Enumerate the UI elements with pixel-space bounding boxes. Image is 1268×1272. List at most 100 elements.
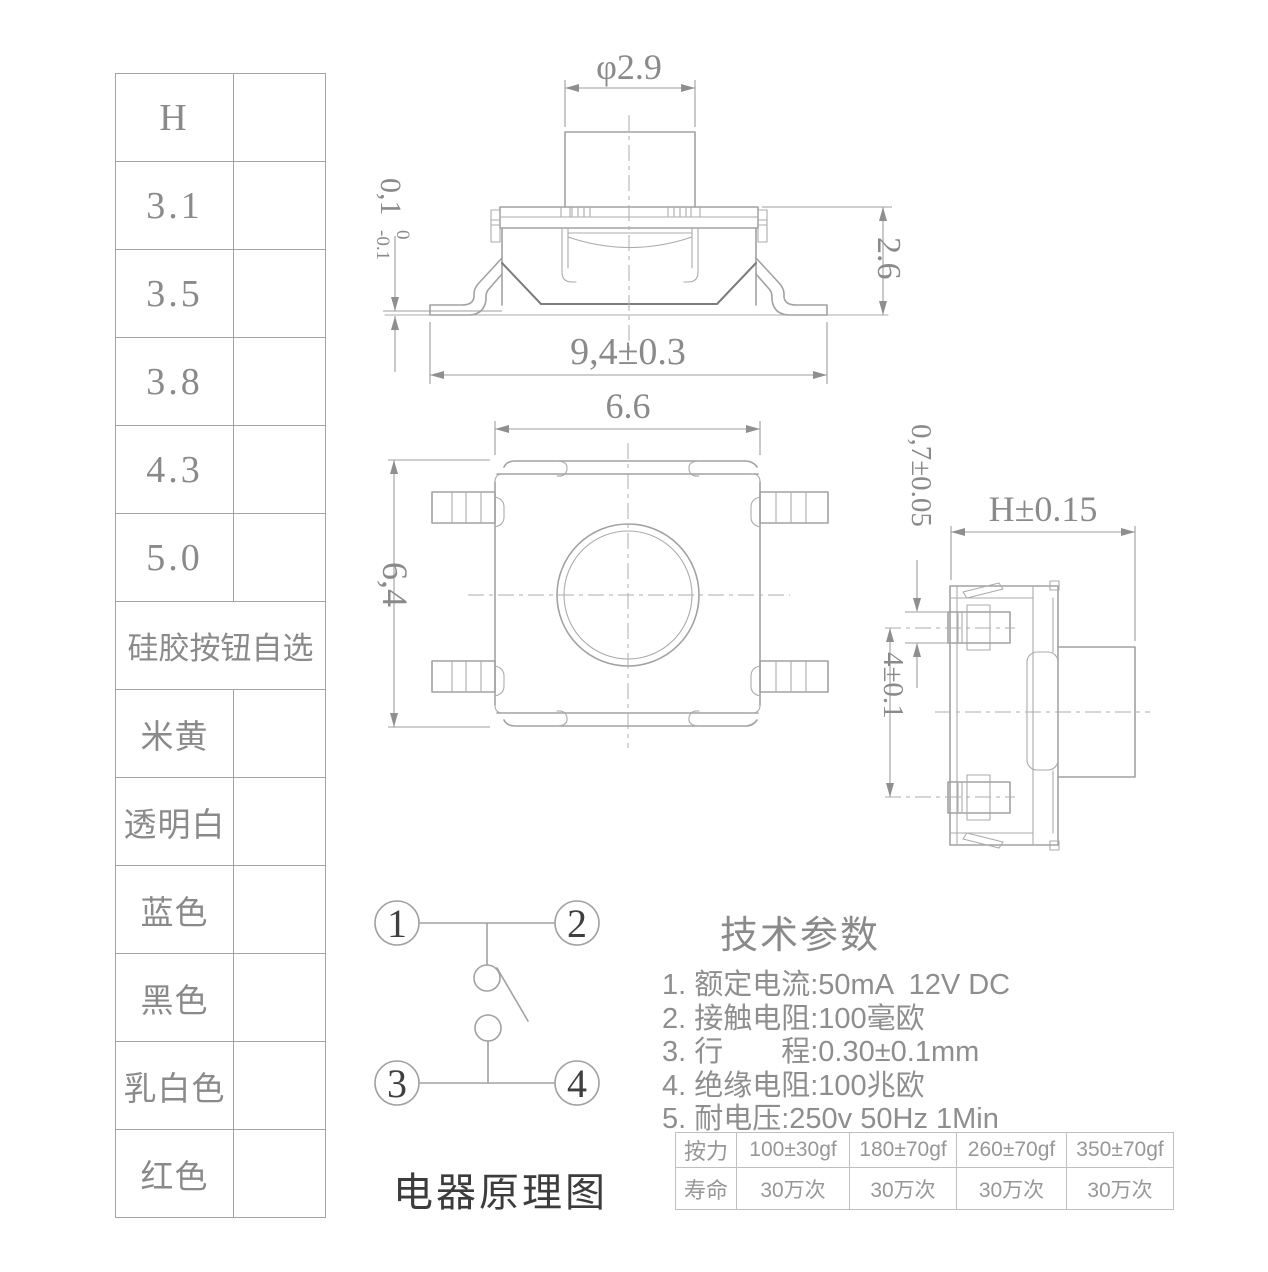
top-pin-3 [431, 660, 496, 693]
dim-arrow [391, 297, 399, 311]
top-dim-width-lines [494, 421, 761, 455]
table-cell-empty [234, 866, 325, 953]
front-leg-left [429, 257, 503, 316]
tech-params-section: 技术参数 1. 额定电流:50mA 12V DC 2. 接触电阻:100毫欧 3… [662, 904, 1010, 1137]
side-button-stem [1057, 646, 1136, 778]
front-dim-standoff-lines [383, 236, 502, 372]
front-dim-width-label: 9,4±0.3 [570, 331, 686, 373]
table-cell: 黑色 [116, 954, 234, 1041]
front-ear-left [490, 209, 501, 243]
table-row: 硅胶按钮自选 [116, 601, 325, 689]
dim-arrow [879, 301, 887, 315]
pin1-number: 1 [387, 901, 407, 946]
dim-arrow [813, 371, 827, 379]
schematic-caption: 电器原理图 [393, 1170, 608, 1215]
table-cell-empty [234, 162, 325, 249]
side-dim-height-label: H±0.15 [989, 489, 1098, 529]
table-row: 3.1 [116, 161, 325, 249]
front-stem-nub-left [560, 206, 571, 218]
table-cell: 4.3 [116, 426, 234, 513]
front-dim-standoff-upper-tol: 0 [392, 230, 413, 240]
front-dim-dia-label: φ2.9 [596, 47, 662, 87]
dim-arrow [681, 84, 695, 92]
table-cell-empty [234, 74, 325, 161]
front-dim-standoff-label: 0,1 [374, 178, 407, 216]
top-tab-hooks [555, 460, 701, 727]
dim-arrow [390, 460, 398, 474]
table-cell: 30万次 [956, 1168, 1066, 1209]
table-cell: 5.0 [116, 514, 234, 601]
front-ear-right [757, 209, 768, 243]
table-cell-empty [234, 338, 325, 425]
table-cell: 30万次 [736, 1168, 849, 1209]
dim-arrow [565, 84, 579, 92]
circuit-wires [418, 922, 556, 1084]
side-centerlines [885, 627, 1150, 798]
table-cell-empty [234, 954, 325, 1041]
front-view-drawing: φ2.9 9,4±0.3 2.6 0,1 0 -0.1 [372, 47, 907, 384]
table-row: 黑色 [116, 953, 325, 1041]
top-view-drawing: 6.6 6,4 [375, 386, 829, 748]
top-band-bottom [503, 719, 758, 727]
tech-param-item: 3. 行 程:0.30±0.1mm [662, 1036, 980, 1068]
height-option-table: H 3.1 3.5 3.8 4.3 5.0 硅胶按钮自选 米黄 透明白 蓝色 黑… [115, 73, 326, 1218]
dim-arrow [430, 371, 444, 379]
table-row: 寿命 30万次 30万次 30万次 30万次 [676, 1167, 1173, 1209]
contact-lower [474, 1014, 502, 1042]
front-leg-right [755, 257, 828, 316]
switch-lever [496, 967, 529, 1022]
front-side-walls [501, 227, 757, 306]
front-dim-width-lines [429, 322, 828, 384]
dim-arrow [390, 713, 398, 727]
top-band-top [503, 460, 758, 468]
side-dim-pin-thickness-label: 0,7±0.05 [905, 424, 937, 527]
table-row: 3.5 [116, 249, 325, 337]
table-cell-empty [234, 1130, 325, 1217]
side-corner-nub-top [1049, 580, 1060, 591]
dim-arrow [886, 628, 894, 642]
pin2-number: 2 [567, 901, 587, 946]
table-cell: 3.8 [116, 338, 234, 425]
front-dim-standoff-lower-tol: -0.1 [372, 230, 393, 260]
side-view-drawing: H±0.15 0,7±0.05 4±0.1 [877, 424, 1150, 851]
top-pin-2 [759, 491, 829, 524]
tech-params-title: 技术参数 [720, 915, 881, 957]
table-row: 蓝色 [116, 865, 325, 953]
front-inner-frame [561, 227, 699, 283]
front-dim-height-label: 2.6 [870, 237, 907, 280]
table-cell: 红色 [116, 1130, 234, 1217]
table-cell-empty [234, 690, 325, 777]
side-dim-pitch-label: 4±0.1 [877, 652, 909, 719]
table-cell: 260±70gf [956, 1133, 1066, 1167]
top-centerlines [468, 443, 790, 748]
table-cell: H [116, 74, 234, 161]
top-dim-depth-lines [388, 459, 490, 728]
side-body-inner-lines [949, 585, 1054, 846]
table-cell: 乳白色 [116, 1042, 234, 1129]
contact-upper [473, 964, 501, 992]
table-cell-empty [234, 250, 325, 337]
table-cell: 100±30gf [736, 1133, 849, 1167]
top-pin-roots [494, 496, 761, 697]
top-corner-rounds [494, 473, 761, 714]
side-dim-height-lines [950, 526, 1136, 641]
top-pin-segments [451, 491, 807, 693]
table-cell: 180±70gf [849, 1133, 956, 1167]
side-hook-tabs [962, 582, 1004, 849]
top-dim-depth-label: 6,4 [375, 562, 415, 607]
table-cell-empty [234, 514, 325, 601]
circuit-diagram: 1 2 3 4 [374, 900, 600, 1106]
table-cell-empty [234, 426, 325, 513]
table-row: 米黄 [116, 689, 325, 777]
side-corner-nub-bottom [1049, 840, 1060, 851]
tech-param-item: 1. 额定电流:50mA 12V DC [662, 969, 1011, 1001]
dim-arrow [495, 425, 509, 433]
table-cell-empty [234, 1042, 325, 1129]
top-pin-4 [759, 660, 829, 693]
pin4-number: 4 [567, 1061, 587, 1106]
dim-arrow [951, 528, 965, 536]
side-body [949, 585, 1059, 846]
tech-param-item: 2. 接触电阻:100毫欧 [662, 1002, 925, 1035]
